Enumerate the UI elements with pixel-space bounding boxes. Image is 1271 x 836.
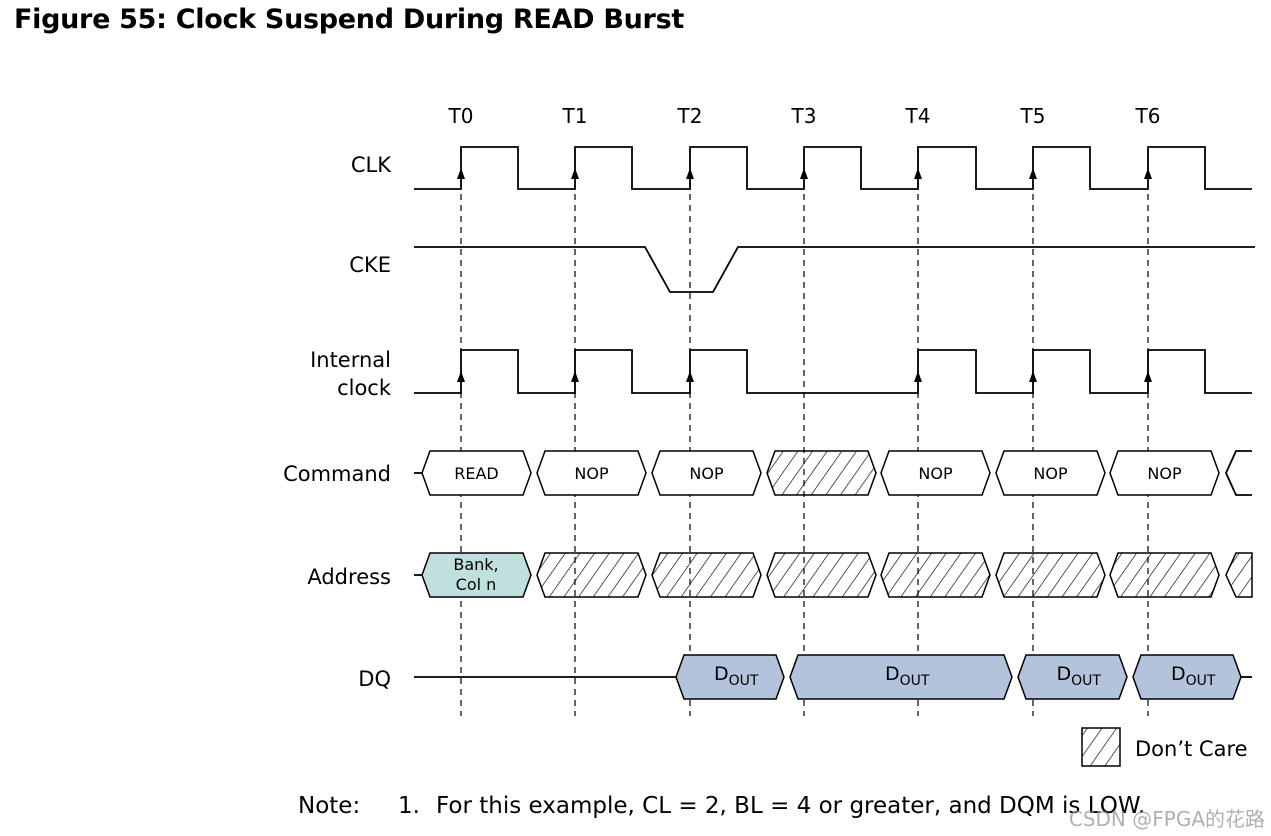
dont-care-label: Don’t Care: [1135, 737, 1248, 761]
clock-tick-label: T0: [448, 104, 474, 128]
cke-waveform: [414, 246, 1255, 293]
internal-clock-waveform: [414, 349, 1252, 394]
rising-edge-arrow: [457, 371, 465, 382]
command-cell-label: NOP: [689, 464, 724, 483]
rising-edge-arrow: [1144, 371, 1152, 382]
address-cell-dont-care: [766, 552, 877, 598]
watermark: CSDN @FPGA的花路: [1068, 807, 1265, 831]
command-cell-label: READ: [454, 464, 499, 483]
signal-label-dq: DQ: [358, 667, 391, 691]
dq-cell-dout: [1132, 654, 1242, 700]
command-bus-continuation: [1225, 450, 1252, 496]
clock-tick-label: T4: [905, 104, 931, 128]
command-cell: [421, 450, 532, 496]
rising-edge-arrow: [800, 168, 808, 179]
signal-label-internal-clock-1: Internal: [310, 348, 391, 372]
address-cell-dont-care: [651, 552, 762, 598]
signal-label-address: Address: [307, 565, 391, 589]
rising-edge-arrow: [571, 168, 579, 179]
dq-cell-label: DOUT: [885, 663, 930, 689]
clock-tick-label: T1: [562, 104, 588, 128]
note-number: 1.: [398, 793, 420, 819]
address-cell-dont-care: [1109, 552, 1220, 598]
rising-edge-arrow: [914, 371, 922, 382]
clock-tick-label: T5: [1020, 104, 1046, 128]
dq-cell-label: DOUT: [714, 663, 759, 689]
rising-edge-arrow: [457, 168, 465, 179]
command-cell-label: NOP: [918, 464, 953, 483]
rising-edge-arrow: [1029, 371, 1037, 382]
clock-tick-label: T3: [791, 104, 817, 128]
signal-label-cke: CKE: [349, 253, 391, 277]
command-cell: [995, 450, 1106, 496]
clk-waveform: [414, 146, 1252, 190]
signal-label-internal-clock-2: clock: [337, 376, 392, 400]
rising-edge-arrow: [686, 371, 694, 382]
note-label: Note:: [298, 793, 361, 819]
command-cell-label: NOP: [574, 464, 609, 483]
command-cell: [1109, 450, 1220, 496]
address-cell-bank-col: [421, 552, 532, 598]
address-cell-dont-care: [880, 552, 991, 598]
address-cell-bank-line1: Bank,: [453, 555, 498, 574]
dq-cell-dout: [789, 654, 1013, 700]
footnote: Note: 1. For this example, CL = 2, BL = 4 …: [298, 793, 1145, 819]
dont-care-swatch: [1081, 727, 1121, 767]
dq-cell-dout: [675, 654, 785, 700]
command-cell-label: NOP: [1033, 464, 1068, 483]
rising-edge-arrow: [1029, 168, 1037, 179]
command-cell: [880, 450, 991, 496]
address-cell-bank-line2: Col n: [456, 575, 497, 594]
rising-edge-arrow: [914, 168, 922, 179]
command-cell-dont-care: [766, 450, 877, 496]
command-cell-label: NOP: [1147, 464, 1182, 483]
dq-cell-label: DOUT: [1171, 663, 1216, 689]
signal-label-clk: CLK: [351, 153, 392, 177]
figure-title: Figure 55: Clock Suspend During READ Bur…: [14, 4, 684, 35]
dq-cell-dout: [1017, 654, 1128, 700]
clock-tick-label: T6: [1135, 104, 1161, 128]
command-cell: [536, 450, 647, 496]
rising-edge-arrow: [1144, 168, 1152, 179]
dq-cell-label: DOUT: [1057, 663, 1102, 689]
address-cell-dont-care: [995, 552, 1106, 598]
note-text: For this example, CL = 2, BL = 4 or grea…: [436, 793, 1146, 819]
command-cell: [651, 450, 762, 496]
address-cell-dont-care: [536, 552, 647, 598]
address-bus-continuation: [1225, 552, 1253, 598]
clock-tick-label: T2: [677, 104, 703, 128]
rising-edge-arrow: [571, 371, 579, 382]
signal-label-command: Command: [283, 462, 391, 486]
rising-edge-arrow: [686, 168, 694, 179]
